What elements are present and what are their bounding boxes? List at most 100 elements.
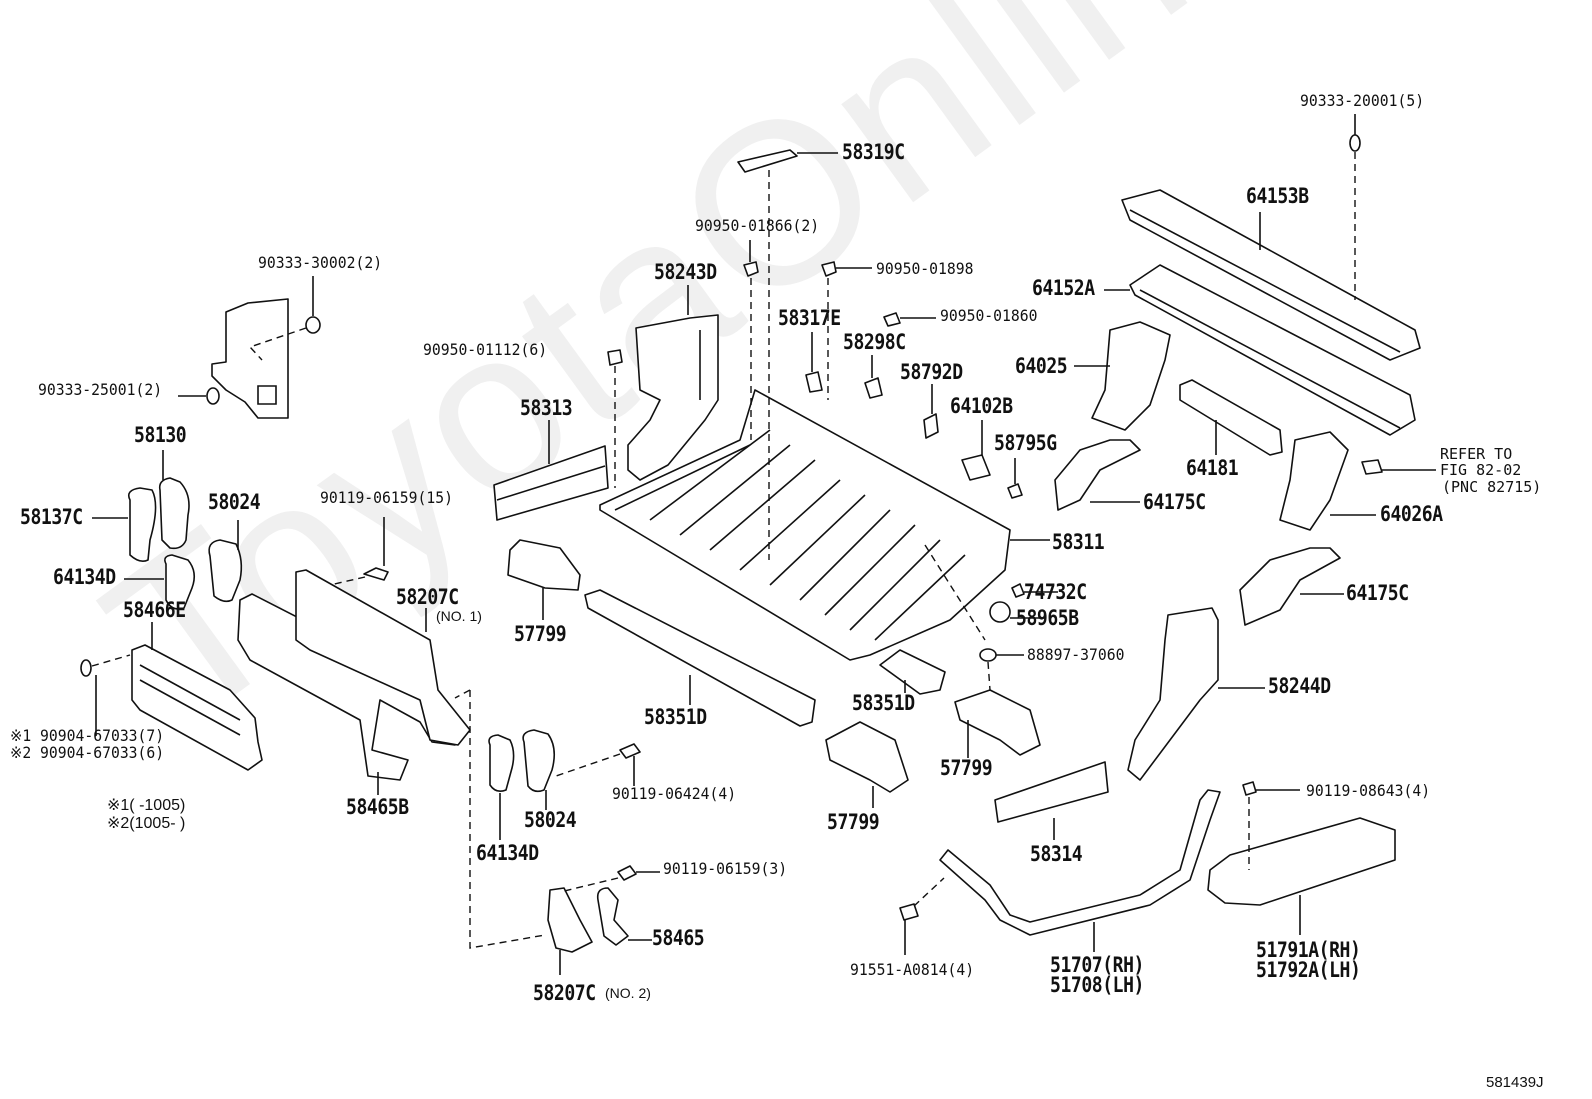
callout-58319C[interactable]: 58319C xyxy=(842,140,905,164)
part-64026A xyxy=(1279,431,1349,531)
callout-90333-30002[interactable]: 90333-30002(2) xyxy=(258,253,383,272)
part-58351D-right xyxy=(879,649,946,695)
part-64152A xyxy=(1104,264,1416,436)
callout-64025[interactable]: 64025 xyxy=(1015,354,1068,378)
part-57799-c xyxy=(954,689,1041,756)
part-57799-a xyxy=(507,539,581,591)
callout-90119-06159-15[interactable]: 90119-06159(15) xyxy=(320,488,453,507)
part-58298C xyxy=(864,377,883,399)
callout-90119-06159-3[interactable]: 90119-06159(3) xyxy=(663,859,788,878)
part-74732C xyxy=(1011,583,1025,598)
guide-line xyxy=(469,690,546,949)
callout-64026A[interactable]: 64026A xyxy=(1380,502,1443,526)
callout-58298C[interactable]: 58298C xyxy=(843,330,906,354)
part-64175C-lower xyxy=(1239,547,1341,626)
callout-58207C-no2-suffix: (NO. 2) xyxy=(605,985,651,1001)
callout-58207C-no1[interactable]: 58207C xyxy=(396,585,459,609)
bolt-91551-A0814 xyxy=(899,903,919,921)
callout-90950-01860[interactable]: 90950-01860 xyxy=(940,306,1038,325)
callout-57799-a[interactable]: 57799 xyxy=(514,622,567,646)
callout-58137C[interactable]: 58137C xyxy=(20,505,83,529)
grommet-90333-25001 xyxy=(206,387,220,405)
part-64175C-upper xyxy=(1054,439,1141,511)
guide-line xyxy=(454,689,471,699)
callout-58207C-no2[interactable]: 58207C xyxy=(533,981,596,1005)
callout-64181[interactable]: 64181 xyxy=(1186,456,1239,480)
clip-90950-01866 xyxy=(743,261,759,277)
plug-58965B xyxy=(989,601,1011,623)
part-58792D xyxy=(923,413,939,439)
callout-88897-37060[interactable]: 88897-37060 xyxy=(1027,645,1125,664)
bolt-90119-06424 xyxy=(619,743,641,759)
callout-90119-06424[interactable]: 90119-06424(4) xyxy=(612,784,737,803)
part-57799-b xyxy=(825,721,909,793)
callout-58795G[interactable]: 58795G xyxy=(994,431,1057,455)
callout-57799-c[interactable]: 57799 xyxy=(940,756,993,780)
callout-57799-b[interactable]: 57799 xyxy=(827,810,880,834)
callout-51708[interactable]: 51708(LH) xyxy=(1050,973,1144,997)
part-58465B-58207C xyxy=(237,517,471,795)
part-58465 xyxy=(596,887,629,946)
callout-58965B[interactable]: 58965B xyxy=(1016,606,1079,630)
callout-51792A[interactable]: 51792A(LH) xyxy=(1256,958,1361,982)
part-side-panel xyxy=(178,276,321,419)
part-64102B xyxy=(961,454,991,481)
callout-64152A[interactable]: 64152A xyxy=(1032,276,1095,300)
callout-64175C-lower[interactable]: 64175C xyxy=(1346,581,1409,605)
part-58244D xyxy=(1127,607,1219,781)
callout-90950-01898[interactable]: 90950-01898 xyxy=(876,259,974,278)
callout-58351D-right[interactable]: 58351D xyxy=(852,691,915,715)
part-64153B xyxy=(1121,114,1421,361)
part-51707 xyxy=(939,789,1221,936)
bolt-90119-08643 xyxy=(1242,781,1257,796)
refer-line-2[interactable]: FIG 82-02 xyxy=(1440,461,1522,479)
callout-58207C-no1-suffix: (NO. 1) xyxy=(436,608,482,624)
callout-64153B[interactable]: 64153B xyxy=(1246,184,1309,208)
callout-58313[interactable]: 58313 xyxy=(520,396,573,420)
note-1: ※1( -1005) xyxy=(107,797,186,814)
grommet-90333-30002 xyxy=(305,316,321,334)
callout-58243D[interactable]: 58243D xyxy=(654,260,717,284)
callout-90333-25001[interactable]: 90333-25001(2) xyxy=(38,380,163,399)
callout-90904-67033-1[interactable]: ※1 90904-67033(7) xyxy=(10,726,165,745)
callout-64102B[interactable]: 64102B xyxy=(950,394,1013,418)
callout-58024-lower[interactable]: 58024 xyxy=(524,808,577,832)
callout-51707[interactable]: 51707(RH) xyxy=(1050,953,1144,977)
callout-90333-20001[interactable]: 90333-20001(5) xyxy=(1300,91,1425,110)
part-51791A xyxy=(1207,817,1396,906)
part-58313 xyxy=(493,349,623,521)
callout-58314[interactable]: 58314 xyxy=(1030,842,1083,866)
callout-58311[interactable]: 58311 xyxy=(1052,530,1105,554)
refer-line-1: REFER TO xyxy=(1440,445,1513,463)
callout-58465[interactable]: 58465 xyxy=(652,926,705,950)
callout-90119-08643[interactable]: 90119-08643(4) xyxy=(1306,781,1431,800)
callout-58465B[interactable]: 58465B xyxy=(346,795,409,819)
callout-74732C[interactable]: 74732C xyxy=(1024,580,1087,604)
part-64181 xyxy=(1179,379,1283,456)
callout-90950-01866[interactable]: 90950-01866(2) xyxy=(695,216,820,235)
callout-64175C-upper[interactable]: 64175C xyxy=(1143,490,1206,514)
part-64134D-lower xyxy=(488,734,515,792)
callout-58466E[interactable]: 58466E xyxy=(123,598,186,622)
callout-58792D[interactable]: 58792D xyxy=(900,360,963,384)
bolt-90119-06159-3 xyxy=(617,865,637,881)
callout-58130[interactable]: 58130 xyxy=(134,423,187,447)
callout-58317E[interactable]: 58317E xyxy=(778,306,841,330)
part-58317E xyxy=(805,371,823,393)
callout-91551-A0814[interactable]: 91551-A0814(4) xyxy=(850,960,975,979)
callout-58244D[interactable]: 58244D xyxy=(1268,674,1331,698)
callout-64134D-lower[interactable]: 64134D xyxy=(476,841,539,865)
callout-90950-01112[interactable]: 90950-01112(6) xyxy=(423,340,548,359)
part-58314 xyxy=(994,761,1109,823)
callout-58024[interactable]: 58024 xyxy=(208,490,261,514)
callout-51791A[interactable]: 51791A(RH) xyxy=(1256,938,1361,962)
callout-90904-67033-2[interactable]: ※2 90904-67033(6) xyxy=(10,743,165,762)
part-58319C xyxy=(737,149,838,560)
callout-64134D[interactable]: 64134D xyxy=(53,565,116,589)
callout-58351D-left[interactable]: 58351D xyxy=(644,705,707,729)
part-58795G xyxy=(1007,483,1023,499)
part-58207C-no2 xyxy=(547,887,593,953)
refer-line-3: (PNC 82715) xyxy=(1442,478,1542,496)
